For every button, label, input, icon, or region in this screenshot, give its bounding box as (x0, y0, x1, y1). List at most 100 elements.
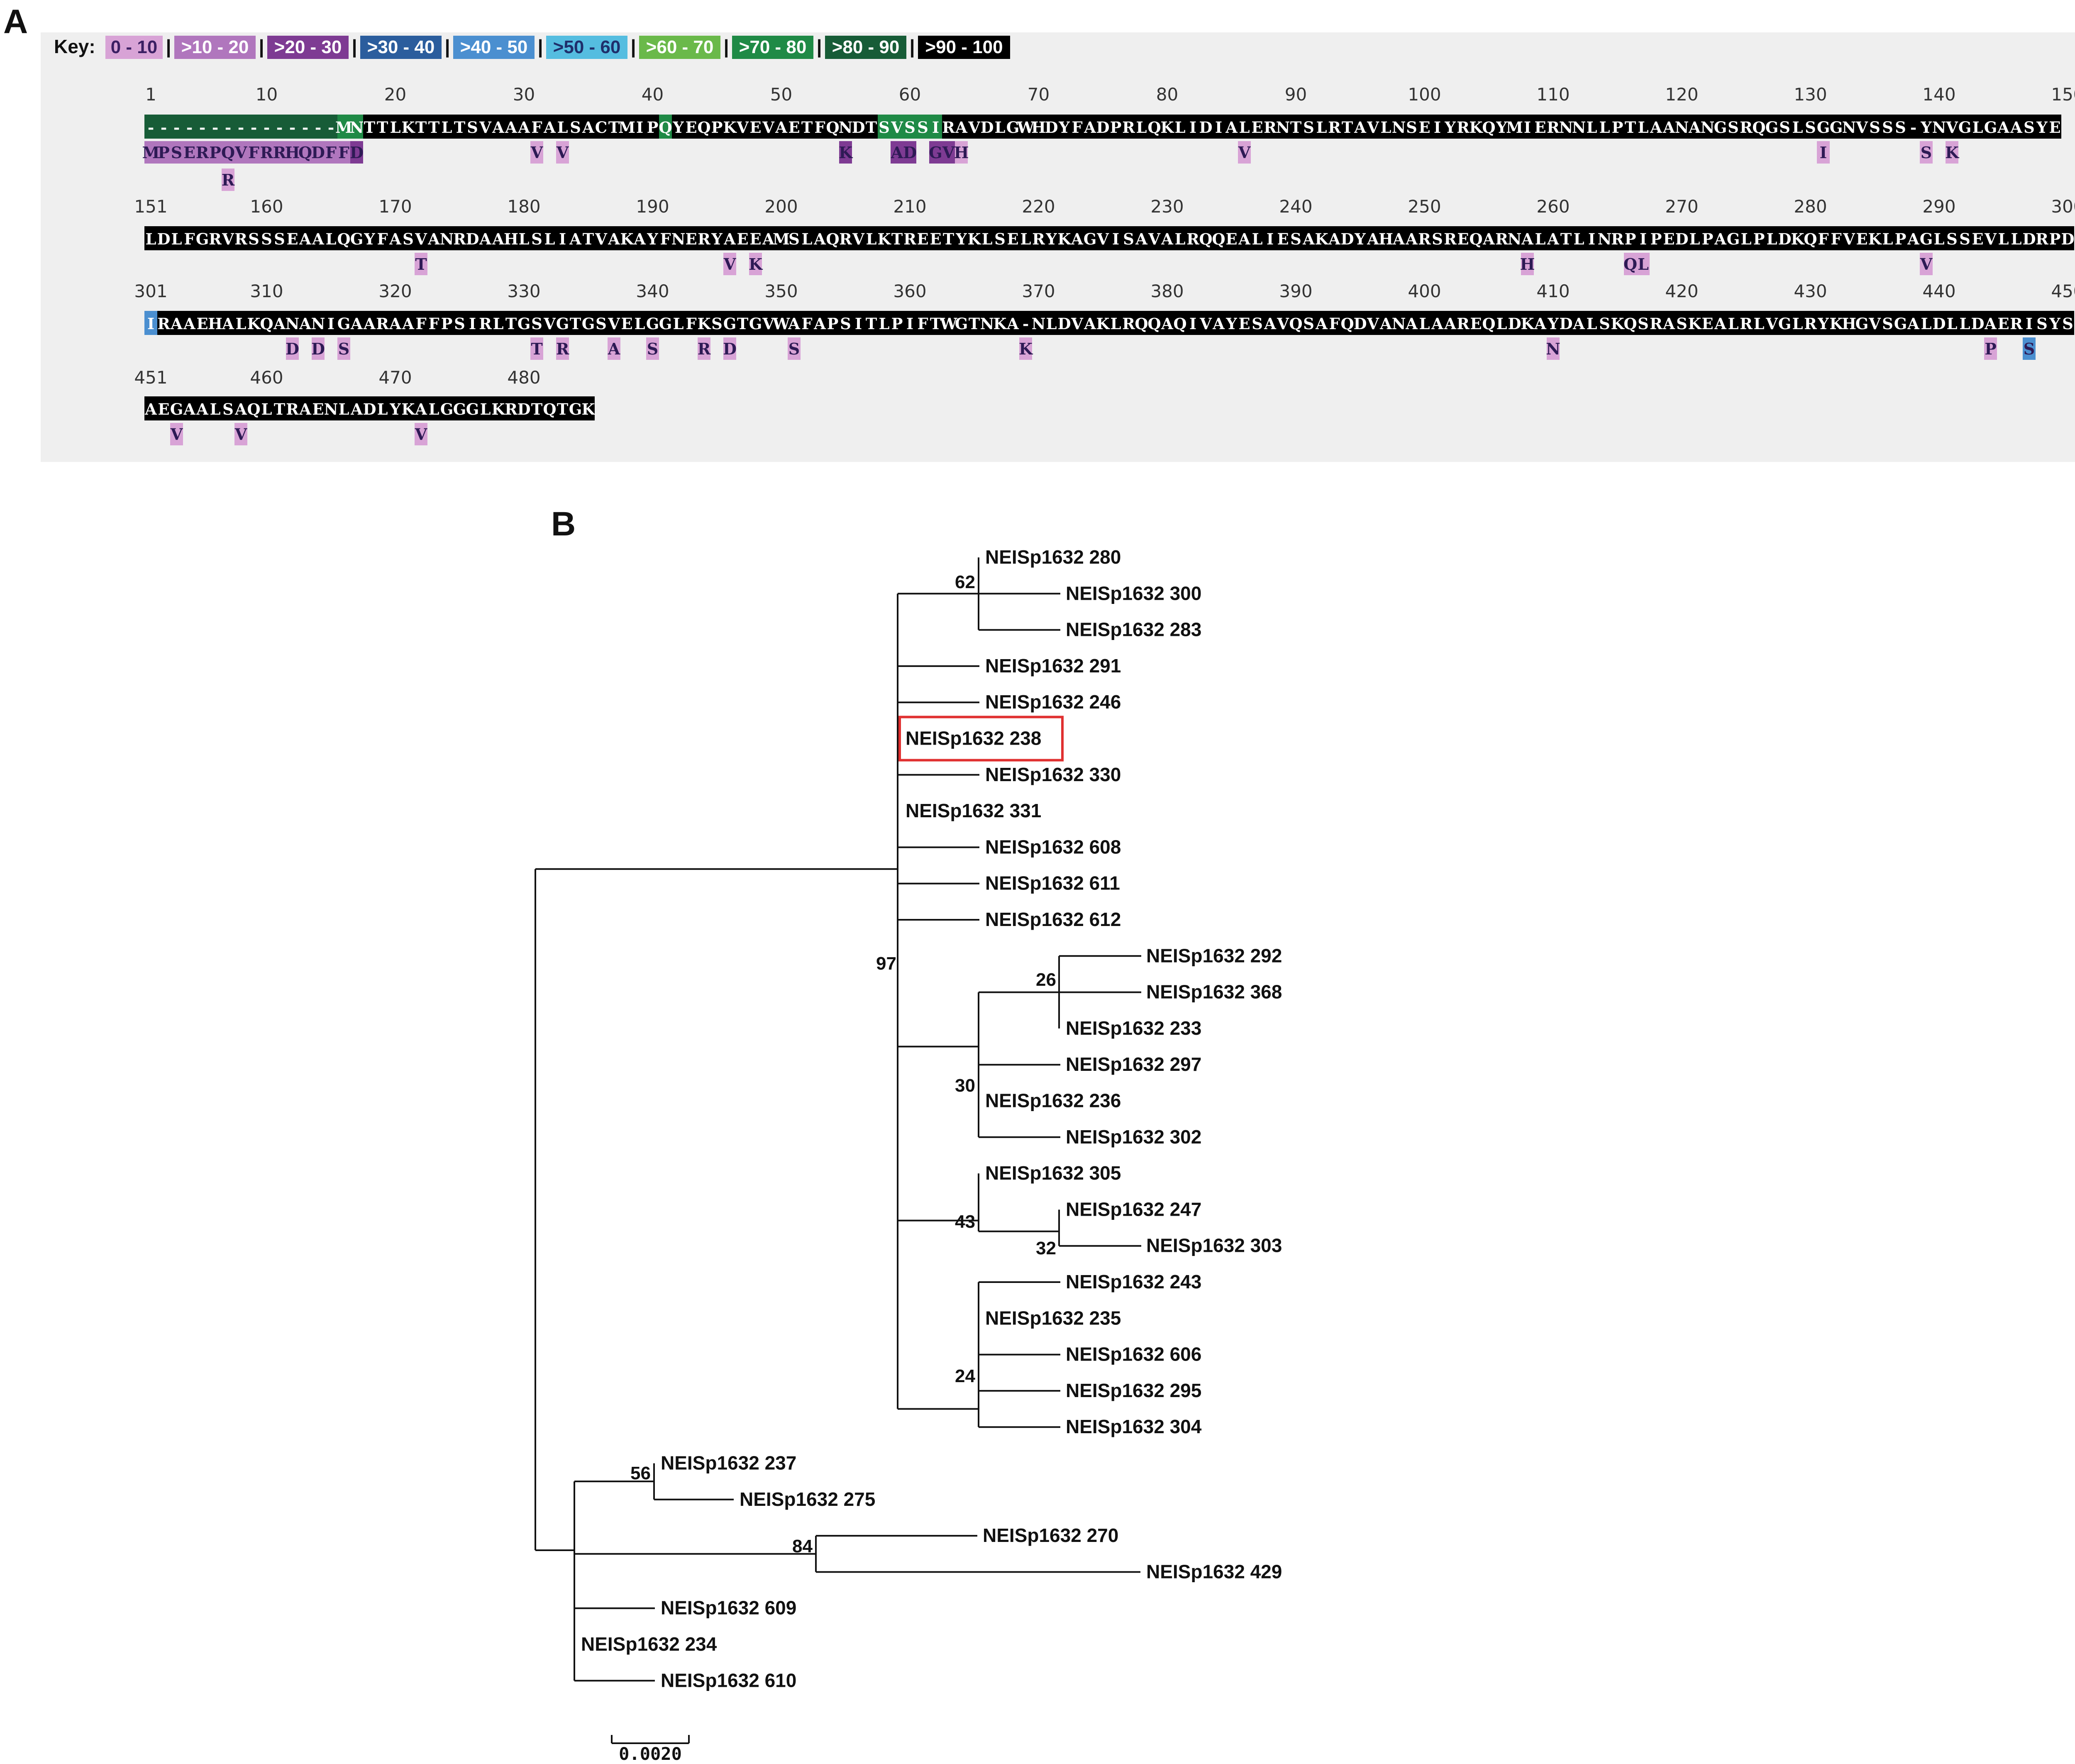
residue: T (1625, 118, 1636, 137)
bootstrap-value: 30 (955, 1075, 975, 1096)
residue: E (1534, 118, 1546, 137)
conservation-highlight (878, 115, 916, 139)
residue: S (261, 230, 272, 248)
ruler-tick-label: 451 (134, 367, 167, 388)
residue: Q (1623, 315, 1637, 333)
ruler-tick-label: 150 (2051, 84, 2075, 105)
variant-box (1920, 141, 1933, 164)
key-swatch-label: >80 - 90 (832, 37, 900, 57)
residue: L (2011, 230, 2021, 248)
residue: E (1007, 230, 1018, 248)
residue: A (762, 230, 775, 248)
key-swatch-label: >90 - 100 (925, 37, 1003, 57)
residue: Q (260, 315, 273, 333)
variant-residue: R (260, 143, 273, 162)
residue: A (1238, 230, 1251, 248)
residue: K (401, 118, 415, 137)
residue: W (772, 315, 790, 333)
residue: S (467, 118, 478, 137)
residue: N (1276, 118, 1290, 137)
residue: E (749, 118, 761, 137)
residue: P (711, 118, 723, 137)
residue: K (877, 230, 891, 248)
panel-b-letter: B (551, 505, 576, 543)
residue: N (1598, 230, 1612, 248)
residue: T (428, 118, 440, 137)
residue: R (286, 400, 299, 418)
residue: G (582, 315, 595, 333)
residue: D (980, 118, 994, 137)
key-separator: | (817, 36, 822, 57)
variant-residue: S (338, 340, 349, 358)
residue: G (1958, 118, 1972, 137)
variant-residue: K (1019, 340, 1033, 358)
variant-box (415, 253, 427, 275)
residue: R (1457, 315, 1470, 333)
residue: Y (647, 230, 658, 248)
residue: G (1855, 315, 1869, 333)
residue: I (2026, 315, 2033, 333)
residue: A (775, 118, 788, 137)
residue: I (1267, 230, 1274, 248)
residue: W (1017, 118, 1035, 137)
key-label: Key: (54, 36, 95, 57)
residue: E (685, 230, 697, 248)
ruler-tick-label: 301 (134, 281, 167, 301)
key-swatch (732, 36, 813, 59)
residue: I (147, 315, 154, 333)
residue: L (879, 315, 889, 333)
residue: L (441, 118, 452, 137)
residue: A (427, 230, 440, 248)
residue: E (1225, 230, 1237, 248)
residue: S (454, 315, 465, 333)
residue: P (441, 315, 453, 333)
residue: S (222, 400, 234, 418)
residue: T (801, 118, 813, 137)
variant-residue: D (903, 143, 917, 162)
residue: E (2049, 118, 2060, 137)
sequence-band (144, 115, 2061, 139)
residue: - (315, 118, 321, 137)
variant-box (608, 337, 620, 360)
residue: L (1792, 118, 1803, 137)
residue: I (327, 315, 334, 333)
residue: R (903, 230, 916, 248)
residue: L (518, 230, 529, 248)
residue: H (1031, 118, 1046, 137)
residue: E (1251, 118, 1263, 137)
residue: S (1728, 118, 1739, 137)
residue: S (1599, 315, 1610, 333)
residue: D (1508, 315, 1521, 333)
residue: Q (1752, 118, 1765, 137)
residue: F (801, 315, 812, 333)
key-swatch (174, 36, 256, 59)
key-swatch (453, 36, 535, 59)
residue: Y (1354, 230, 1366, 248)
residue: A (1367, 230, 1379, 248)
residue: S (1959, 230, 1970, 248)
conservation-highlight (144, 115, 337, 139)
residue: Q (1482, 315, 1495, 333)
ruler-tick-label: 470 (378, 367, 412, 388)
variant-residue: P (158, 143, 170, 162)
variant-residue: K (749, 255, 763, 274)
residue: A (1650, 118, 1662, 137)
residue: A (1225, 118, 1238, 137)
residue: K (581, 400, 596, 418)
residue: V (1199, 315, 1212, 333)
residue: A (222, 315, 234, 333)
residue: G (556, 315, 569, 333)
ruler-tick-label: 20 (384, 84, 406, 105)
residue: - (289, 118, 295, 137)
residue: K (1160, 118, 1174, 137)
residue: R (209, 230, 222, 248)
residue: A (312, 230, 325, 248)
residue: V (479, 118, 492, 137)
variant-residue: S (171, 143, 182, 162)
key-swatch-label: 0 - 10 (111, 37, 158, 57)
residue: L (1496, 315, 1507, 333)
variant-residue: V (170, 425, 183, 444)
ruler-tick-label: 260 (1536, 196, 1570, 217)
residue: G (1894, 315, 1907, 333)
residue: Y (672, 118, 684, 137)
